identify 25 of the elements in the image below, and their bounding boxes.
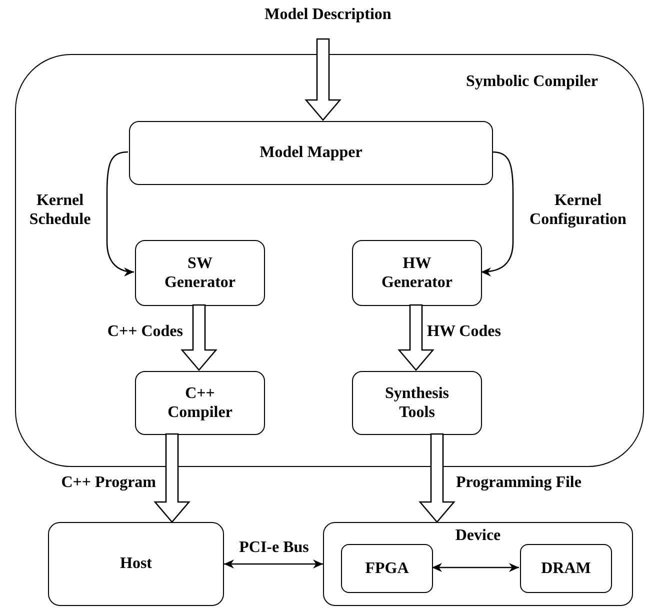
process-box: C++ Compiler <box>135 371 265 435</box>
process-box: Synthesis Tools <box>352 371 482 435</box>
block-arrow <box>418 433 456 523</box>
compiler-container <box>15 54 644 467</box>
block-arrow <box>398 304 434 371</box>
container-label: Device <box>454 526 502 546</box>
arrow <box>224 560 323 568</box>
edge-label: Kernel Configuration <box>528 190 628 230</box>
host-box: Host <box>48 522 224 606</box>
arrow <box>480 151 514 276</box>
component-box: DRAM <box>520 544 612 593</box>
arrow <box>432 563 519 572</box>
block-arrow <box>154 433 190 523</box>
device-box <box>323 522 633 606</box>
edge-label: Programming File <box>454 473 584 493</box>
edge-label: C++ Program <box>59 473 158 493</box>
component-box: FPGA <box>341 544 433 593</box>
diagram-title: Model Description <box>178 2 478 28</box>
container-label: Symbolic Compiler <box>466 72 598 92</box>
block-arrow <box>180 304 218 371</box>
process-box: Model Mapper <box>129 121 493 185</box>
process-box: SW Generator <box>135 240 265 306</box>
process-box: HW Generator <box>352 240 482 306</box>
arrow <box>106 151 134 276</box>
block-arrow <box>304 38 342 121</box>
